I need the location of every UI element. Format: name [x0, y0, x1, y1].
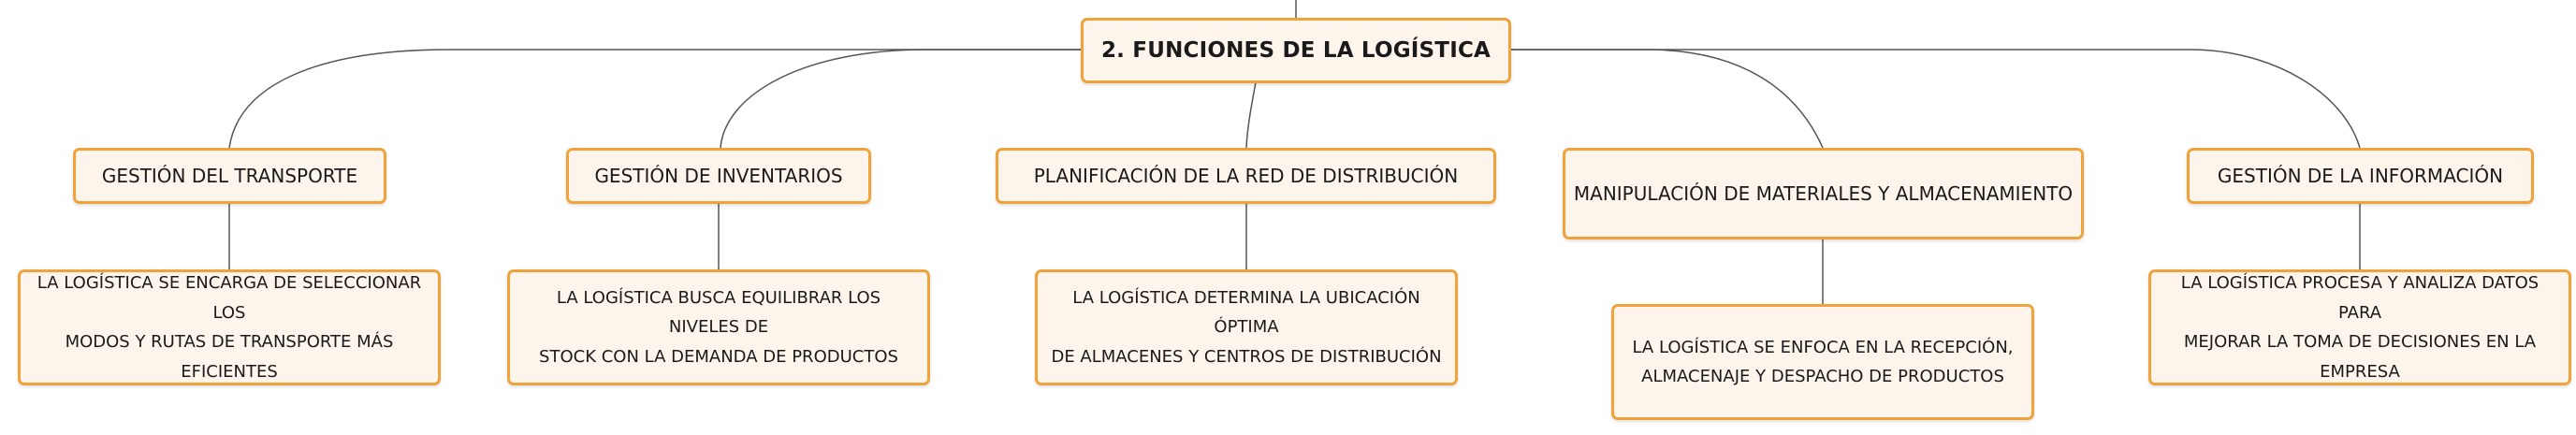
- connector-root-to-informacion: [1511, 49, 2361, 149]
- connector-root-to-transporte: [228, 49, 1081, 149]
- leaf-node-transporte[interactable]: LA LOGÍSTICA SE ENCARGA DE SELECCIONAR L…: [18, 269, 441, 385]
- branch-node-label: PLANIFICACIÓN DE LA RED DE DISTRIBUCIÓN: [1033, 165, 1459, 187]
- branch-node-label: GESTIÓN DE INVENTARIOS: [594, 165, 843, 187]
- connector-root-to-planificacion: [1245, 81, 1257, 149]
- leaf-node-line: LA LOGÍSTICA SE ENCARGA DE SELECCIONAR L…: [36, 273, 422, 323]
- leaf-node-line: LA LOGÍSTICA SE ENFOCA EN LA RECEPCIÓN,: [1632, 337, 2014, 357]
- leaf-node-line: LA LOGÍSTICA PROCESA Y ANALIZA DATOS PAR…: [2180, 273, 2540, 323]
- branch-node-label: GESTIÓN DEL TRANSPORTE: [101, 165, 358, 187]
- branch-node-transporte[interactable]: GESTIÓN DEL TRANSPORTE: [73, 148, 386, 204]
- branch-node-manipulacion[interactable]: MANIPULACIÓN DE MATERIALES Y ALMACENAMIE…: [1563, 148, 2084, 239]
- branch-node-planificacion[interactable]: PLANIFICACIÓN DE LA RED DE DISTRIBUCIÓN: [996, 148, 1496, 204]
- connector-root-to-inventarios: [720, 49, 1081, 149]
- connector-root-to-manipulacion: [1511, 49, 1824, 149]
- leaf-node-planificacion[interactable]: LA LOGÍSTICA DETERMINA LA UBICACIÓN ÓPTI…: [1035, 269, 1458, 385]
- leaf-node-text: LA LOGÍSTICA PROCESA Y ANALIZA DATOS PAR…: [2161, 268, 2559, 386]
- leaf-node-text: LA LOGÍSTICA DETERMINA LA UBICACIÓN ÓPTI…: [1047, 283, 1446, 372]
- leaf-node-line: MODOS Y RUTAS DE TRANSPORTE MÁS EFICIENT…: [65, 332, 394, 382]
- leaf-node-line: STOCK CON LA DEMANDA DE PRODUCTOS: [539, 346, 898, 367]
- leaf-node-text: LA LOGÍSTICA SE ENCARGA DE SELECCIONAR L…: [30, 268, 429, 386]
- branch-node-informacion[interactable]: GESTIÓN DE LA INFORMACIÓN: [2187, 148, 2534, 204]
- leaf-node-line: ALMACENAJE Y DESPACHO DE PRODUCTOS: [1641, 367, 2004, 386]
- leaf-node-line: MEJORAR LA TOMA DE DECISIONES EN LA EMPR…: [2183, 332, 2537, 382]
- leaf-node-line: LA LOGÍSTICA BUSCA EQUILIBRAR LOS NIVELE…: [556, 287, 881, 338]
- leaf-node-inventarios[interactable]: LA LOGÍSTICA BUSCA EQUILIBRAR LOS NIVELE…: [507, 269, 930, 385]
- leaf-node-text: LA LOGÍSTICA SE ENFOCA EN LA RECEPCIÓN, …: [1632, 333, 2013, 392]
- branch-node-inventarios[interactable]: GESTIÓN DE INVENTARIOS: [566, 148, 871, 204]
- leaf-node-informacion[interactable]: LA LOGÍSTICA PROCESA Y ANALIZA DATOS PAR…: [2148, 269, 2571, 385]
- leaf-node-line: DE ALMACENES Y CENTROS DE DISTRIBUCIÓN: [1051, 346, 1442, 367]
- leaf-node-line: LA LOGÍSTICA DETERMINA LA UBICACIÓN ÓPTI…: [1072, 287, 1420, 338]
- branch-node-label: GESTIÓN DE LA INFORMACIÓN: [2217, 165, 2504, 187]
- root-node[interactable]: 2. FUNCIONES DE LA LOGÍSTICA: [1081, 18, 1511, 83]
- leaf-node-manipulacion[interactable]: LA LOGÍSTICA SE ENFOCA EN LA RECEPCIÓN, …: [1611, 304, 2034, 420]
- branch-node-label: MANIPULACIÓN DE MATERIALES Y ALMACENAMIE…: [1573, 182, 2074, 205]
- root-node-label: 2. FUNCIONES DE LA LOGÍSTICA: [1100, 38, 1492, 63]
- leaf-node-text: LA LOGÍSTICA BUSCA EQUILIBRAR LOS NIVELE…: [519, 283, 918, 372]
